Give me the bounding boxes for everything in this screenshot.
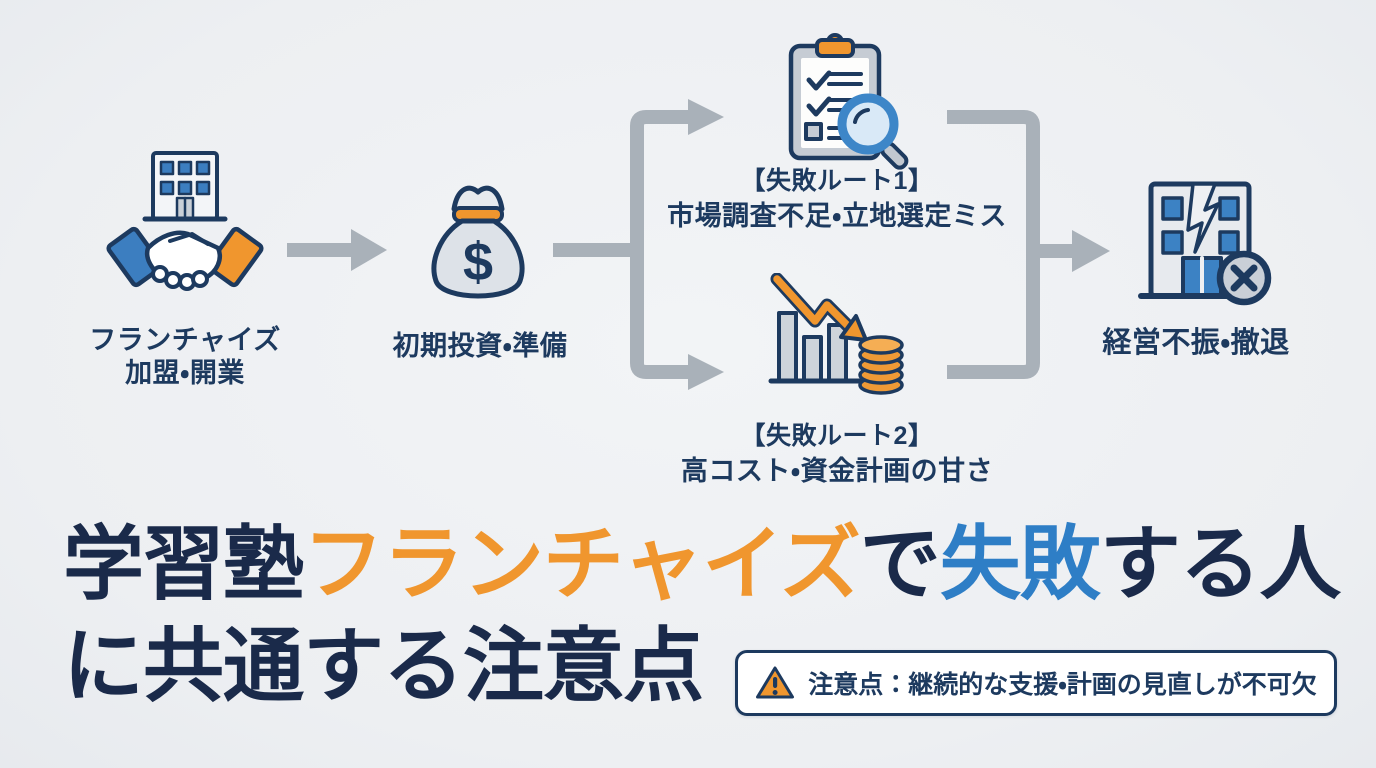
franchise-node-label: フランチャイズ 加盟・開業 [70, 324, 300, 390]
declining-chart-coins-icon [768, 273, 904, 395]
headline-segment: 学習塾 [63, 520, 304, 610]
failure-label: 経営不振・撤退 [1102, 327, 1290, 359]
arrow-right-icon [688, 354, 724, 390]
headline-segment: で [859, 520, 941, 610]
branch-bracket [630, 110, 690, 379]
handshake-building-icon [106, 151, 264, 291]
headline-segment: 失敗 [939, 520, 1101, 610]
arrow-right-icon [1072, 230, 1110, 272]
route2-node-label: 【失敗ルート2】 高コスト・資金計画の甘さ [637, 421, 1037, 487]
broken-building-icon [1138, 181, 1272, 306]
arrow-right-icon [287, 243, 353, 257]
route2-title: 【失敗ルート2】 [740, 422, 934, 450]
route1-node-label: 【失敗ルート1】 市場調査不足・立地選定ミス [637, 166, 1037, 232]
route2-subtitle: 高コスト・資金計画の甘さ [680, 455, 994, 486]
headline-line2: に共通する注意点 [63, 622, 704, 713]
caution-note-box: 注意点：継続的な支援・計画の見直しが不可欠 [735, 650, 1337, 716]
headline-segment: フランチャイズ [303, 520, 861, 610]
warning-triangle-icon [756, 666, 795, 699]
converge-bracket [947, 110, 1040, 379]
money-bag-icon: $ [431, 185, 525, 299]
caution-note-text: 注意点：継続的な支援・計画の見直しが不可欠 [808, 671, 1317, 699]
failure-node-label: 経営不振・撤退 [1076, 326, 1316, 361]
headline-line1: 学習塾フランチャイズで失敗する人 [63, 514, 1363, 616]
page-title: 学習塾フランチャイズで失敗する人 に共通する注意点 [63, 514, 1363, 718]
franchise-label-line1: フランチャイズ [89, 325, 281, 355]
headline-segment: する人 [1099, 520, 1341, 610]
arrow-right-icon [688, 99, 724, 135]
franchise-label-line2: 加盟・開業 [125, 357, 245, 388]
route1-title: 【失敗ルート1】 [740, 167, 934, 195]
flow-connectors [287, 99, 1110, 390]
route1-subtitle: 市場調査不足・立地選定ミス [667, 200, 1007, 231]
dollar-sign-glyph: $ [463, 232, 493, 292]
investment-label: 初期投資・準備 [392, 331, 568, 361]
investment-node-label: 初期投資・準備 [365, 330, 595, 363]
checklist-magnifier-icon [788, 33, 909, 170]
